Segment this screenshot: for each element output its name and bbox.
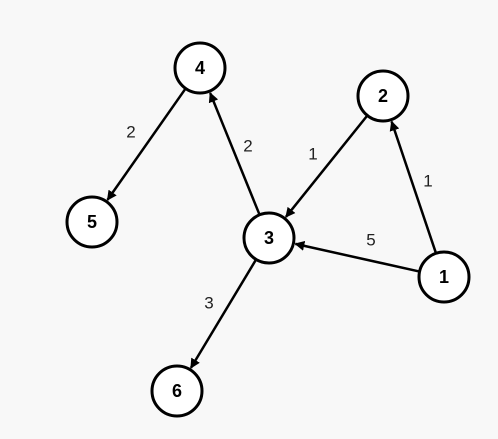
edge-3-4: 2 bbox=[208, 92, 261, 216]
node-label-3: 3 bbox=[264, 228, 274, 248]
node-circle-4 bbox=[173, 41, 227, 95]
edge-weight-1-2: 1 bbox=[423, 171, 432, 190]
edge-weight-3-4: 2 bbox=[243, 136, 252, 155]
edge-arrow-1-3 bbox=[294, 240, 420, 273]
node-circle-3 bbox=[242, 211, 296, 265]
edge-arrow-2-3 bbox=[284, 114, 369, 218]
node-label-5: 5 bbox=[87, 212, 97, 232]
node-6: 6 bbox=[150, 364, 204, 418]
edge-1-2: 1 bbox=[389, 120, 438, 254]
node-3: 3 bbox=[242, 211, 296, 265]
edge-2-3: 1 bbox=[284, 114, 369, 218]
node-5: 5 bbox=[65, 195, 119, 249]
node-4: 4 bbox=[173, 41, 227, 95]
edge-arrow-3-6 bbox=[189, 258, 258, 369]
edge-4-5: 2 bbox=[106, 87, 187, 201]
node-circle-1 bbox=[417, 250, 471, 304]
edge-weight-2-3: 1 bbox=[308, 144, 317, 163]
edge-weight-1-3: 5 bbox=[366, 230, 375, 249]
edge-weight-3-6: 3 bbox=[204, 293, 213, 312]
node-circle-5 bbox=[65, 195, 119, 249]
edge-arrow-3-4 bbox=[208, 92, 261, 216]
node-1: 1 bbox=[417, 250, 471, 304]
node-label-2: 2 bbox=[378, 86, 388, 106]
node-2: 2 bbox=[356, 69, 410, 123]
node-circle-2 bbox=[356, 69, 410, 123]
edge-weight-4-5: 2 bbox=[126, 122, 135, 141]
node-label-1: 1 bbox=[439, 267, 449, 287]
edge-arrow-1-2 bbox=[389, 120, 438, 254]
edges-layer: 2 2 1 1 5 3 bbox=[106, 87, 438, 369]
node-label-4: 4 bbox=[195, 58, 205, 78]
node-circle-6 bbox=[150, 364, 204, 418]
edge-1-3: 5 bbox=[294, 230, 420, 273]
node-label-6: 6 bbox=[172, 381, 182, 401]
nodes-layer: 1 2 3 4 5 6 bbox=[65, 41, 471, 418]
edge-arrow-4-5 bbox=[106, 87, 187, 201]
edge-3-6: 3 bbox=[189, 258, 258, 369]
